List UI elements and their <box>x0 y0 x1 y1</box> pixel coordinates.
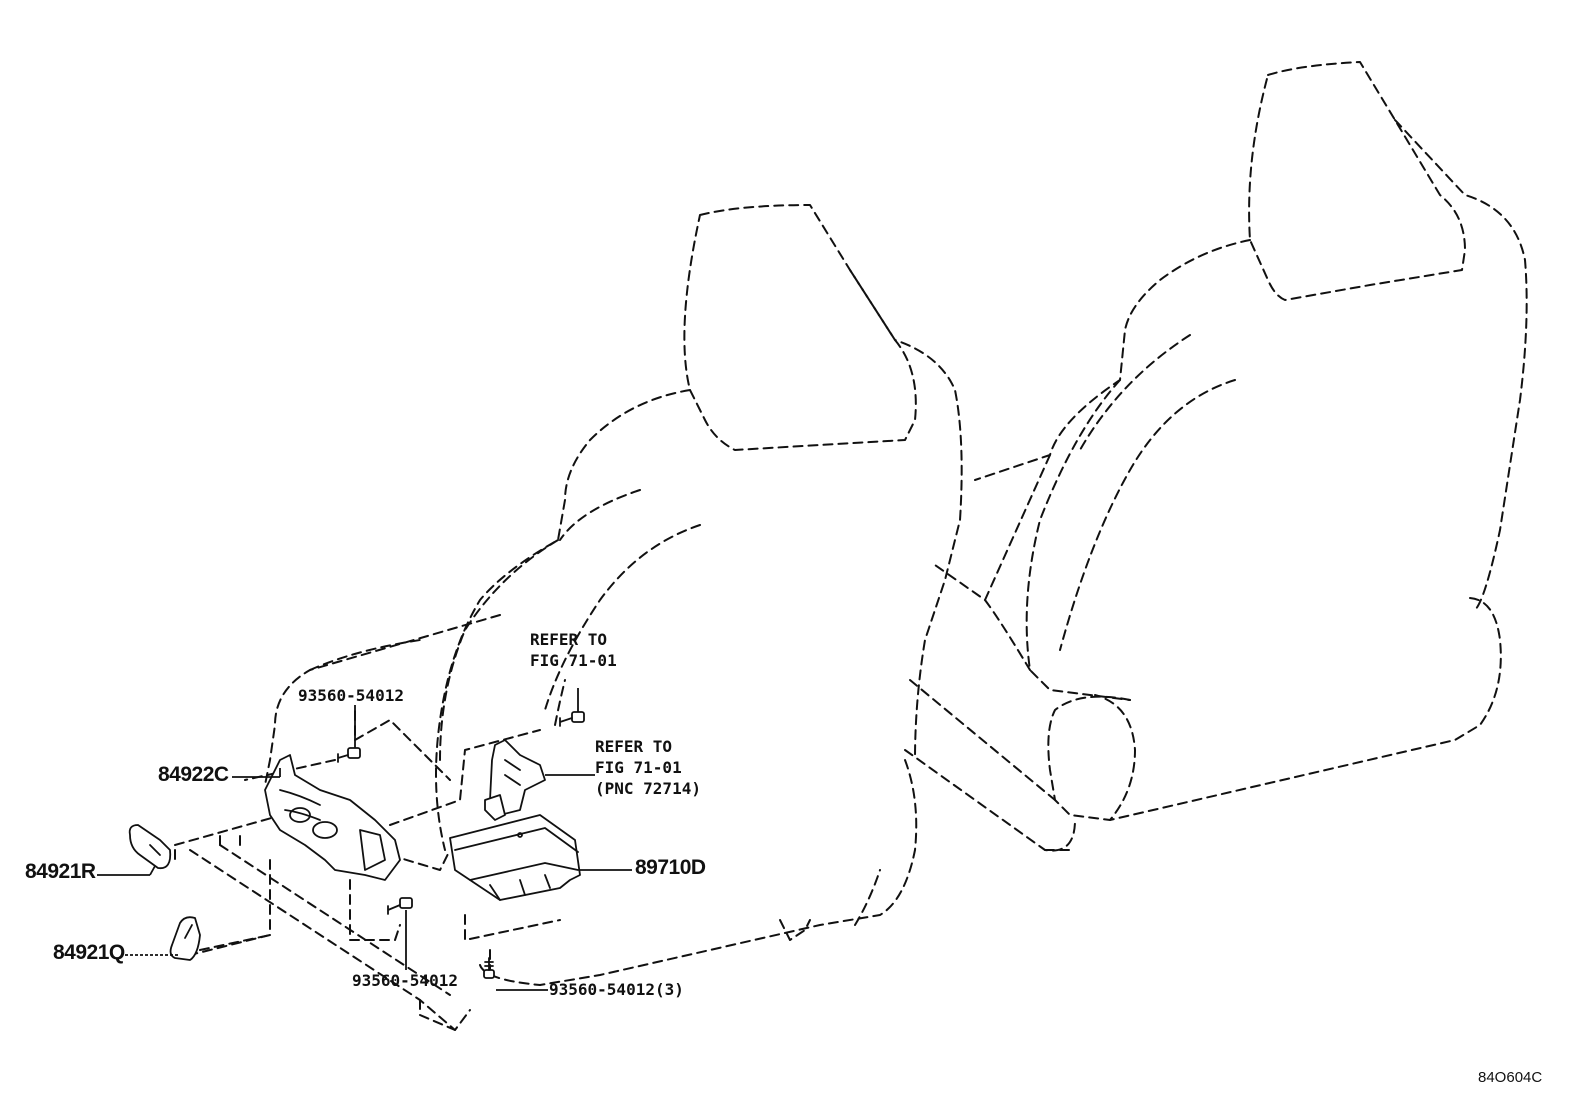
part-label-84922c: 84922C <box>158 763 229 786</box>
bolt-lower-right <box>483 957 495 979</box>
part-label-89710d: 89710D <box>635 856 706 879</box>
bolt-label-top: 93560-54012 <box>298 686 404 705</box>
leader-lines <box>97 688 632 991</box>
part-84922c-switch-panel <box>264 754 401 881</box>
ref-label-1-line1: REFER TO <box>530 630 608 649</box>
part-89710d-ecu <box>449 814 581 901</box>
ref-label-2-line2: FIG 71-01 <box>595 758 682 777</box>
bracket-part <box>484 739 546 821</box>
bolt-lower-left <box>387 897 413 915</box>
ref-label-2-line3: (PNC 72714) <box>595 779 701 798</box>
front-seat-outline <box>174 204 963 1031</box>
ref-label-1-line2: FIG 71-01 <box>530 651 617 670</box>
bolt-label-right: 93560-54012(3) <box>549 980 684 999</box>
bolt-label-bottom: 93560-54012 <box>352 971 458 990</box>
part-label-84921q: 84921Q <box>53 941 125 964</box>
diagram-code: 84O604C <box>1478 1069 1543 1086</box>
rear-seat-outline <box>904 61 1528 852</box>
bolt-upper-right <box>559 711 585 727</box>
part-84921q-knob <box>169 916 201 961</box>
part-label-84921r: 84921R <box>25 860 96 883</box>
ref-label-2-line1: REFER TO <box>595 737 673 756</box>
part-84921r-knob <box>128 824 172 870</box>
bolt-top <box>337 747 361 763</box>
